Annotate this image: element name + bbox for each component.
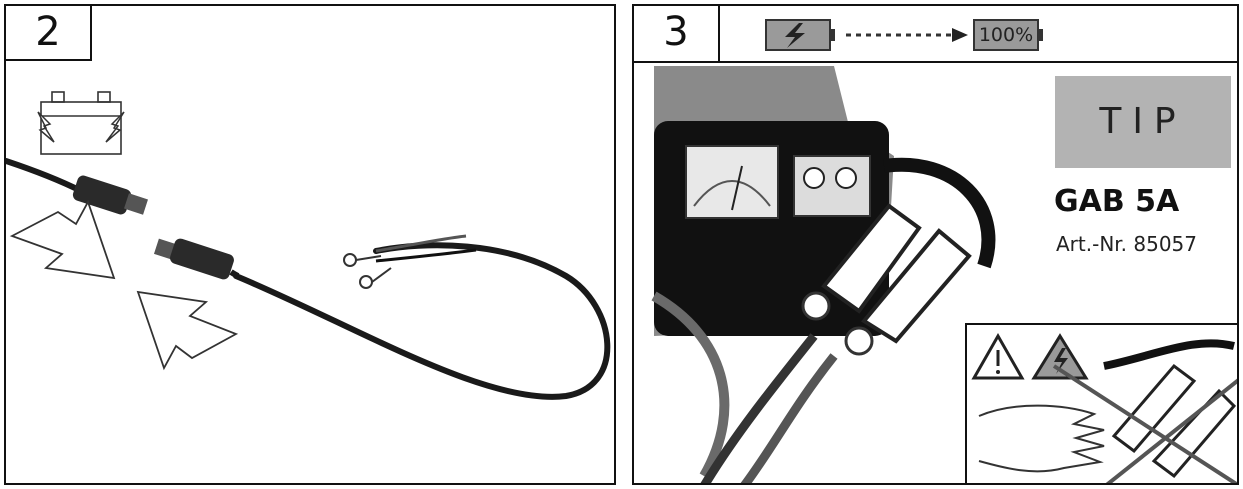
hand-icon	[978, 404, 1105, 473]
step-3-panel: 3 100%	[632, 4, 1239, 485]
charger-illustration	[651, 66, 996, 483]
clamp-icon	[821, 203, 972, 344]
spark-icon	[37, 111, 125, 143]
header-bar	[634, 6, 1237, 63]
step-number: 3	[634, 6, 720, 61]
charge-percent-label: 100%	[978, 24, 1034, 46]
cable-left	[6, 158, 84, 194]
step-2-panel: 2	[4, 4, 616, 485]
warning-inset	[965, 323, 1237, 483]
lightning-icon	[785, 23, 805, 48]
model-name: GAB 5A	[1054, 184, 1180, 219]
cable	[233, 242, 611, 400]
step-number: 2	[6, 6, 92, 61]
article-number: Art.-Nr. 85057	[1056, 232, 1198, 256]
charge-indicator	[765, 19, 1043, 51]
arrow-right-icon	[952, 28, 968, 42]
plug-right	[153, 238, 234, 280]
connector-illustration	[6, 91, 611, 400]
battery-full-icon	[973, 19, 1043, 51]
plug-left	[72, 175, 148, 215]
arrow-right-down-icon	[9, 199, 116, 280]
arrow-left-up-icon	[136, 290, 239, 371]
battery-icon	[40, 91, 122, 155]
tip-box: TIP	[1055, 76, 1231, 168]
